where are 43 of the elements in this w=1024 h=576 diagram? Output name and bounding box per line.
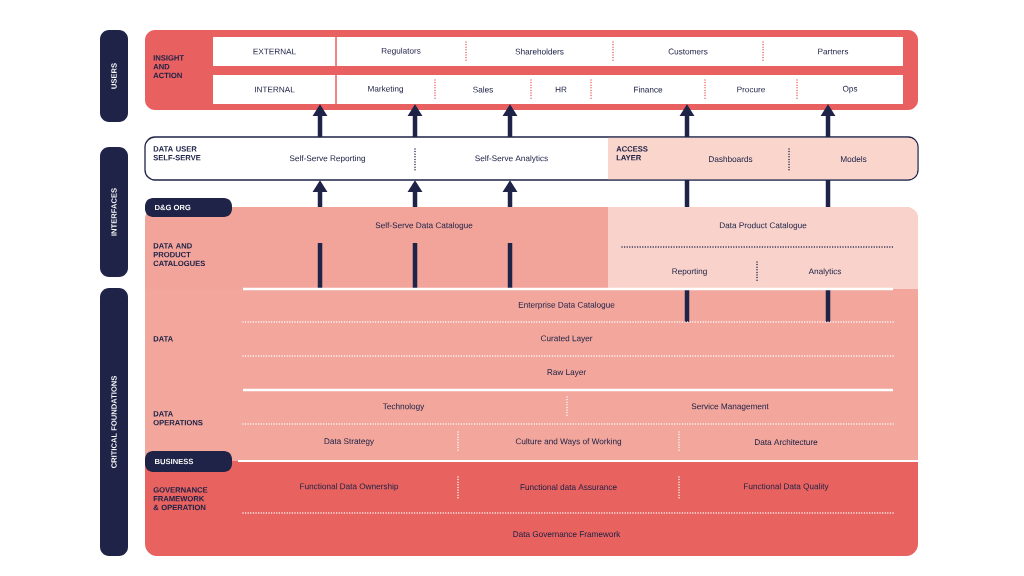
layer-label: Enterprise Data Catalogue <box>518 289 831 322</box>
layer-label: Raw Layer <box>547 369 586 377</box>
layer-label: Functional Data Ownership <box>300 483 399 491</box>
layer-label: Self-Serve Analytics <box>475 155 548 163</box>
table-cell: Ops <box>797 75 903 104</box>
table-cell: Partners <box>763 37 903 66</box>
node-label: Shareholders <box>515 48 564 55</box>
layer-label: Technology <box>382 403 425 411</box>
node-label: Customers <box>668 48 708 55</box>
node-label: Regulators <box>381 47 421 56</box>
layer-label: Data Architecture <box>755 439 818 445</box>
layer-label: Functional Data Quality <box>744 483 829 491</box>
node-label: Ops <box>842 85 858 94</box>
layer-label: Curated Layer <box>540 335 593 343</box>
table-cell: Shareholders <box>466 37 613 66</box>
table-cell: Customers <box>613 37 763 66</box>
layer-label: Service Management <box>691 403 769 411</box>
layer-label: Data Governance Framework <box>513 531 621 537</box>
table-cell: Marketing <box>336 75 435 104</box>
layer-label: Reporting <box>672 268 707 276</box>
table-cell: Regulators <box>336 37 466 66</box>
table-cell: Sales <box>435 75 531 104</box>
table-cell: HR <box>531 75 591 104</box>
table-cell: EXTERNAL <box>213 37 336 66</box>
layer-label: Dashboards <box>709 156 753 162</box>
layer-label: Culture and Ways of Working <box>515 438 622 446</box>
layer-label: Analytics <box>808 268 842 276</box>
node-label: Marketing <box>368 85 403 94</box>
table-cell: INTERNAL <box>213 75 336 104</box>
node-label: Finance <box>634 86 663 93</box>
node-label: Sales <box>473 86 493 93</box>
table-cell: Procure <box>705 75 797 104</box>
node-label: HR <box>555 86 567 93</box>
node-label: EXTERNAL <box>253 48 296 55</box>
layer-label: Data Strategy <box>324 438 375 446</box>
node-label: INTERNAL <box>254 86 295 93</box>
layer-label: Functional data Assurance <box>520 484 617 490</box>
table-cell: Finance <box>591 75 705 104</box>
node-label: Procure <box>737 86 766 93</box>
node-label: Partners <box>818 48 849 55</box>
layer-label: Models <box>840 156 867 162</box>
layer-label: Self-Serve Data Catalogue <box>317 222 513 289</box>
layer-label: Self-Serve Reporting <box>289 155 365 163</box>
